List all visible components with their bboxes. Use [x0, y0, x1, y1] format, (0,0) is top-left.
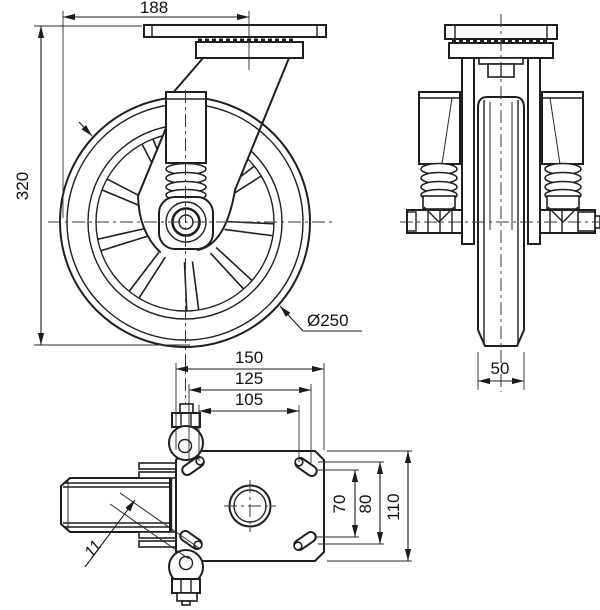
dim-188-label: 188 [140, 0, 168, 17]
fork-leg-right [527, 57, 541, 245]
dimension-50: 50 [477, 352, 525, 390]
dim-125-label: 125 [235, 369, 263, 388]
dimension-105: 105 [198, 390, 300, 462]
side-view [48, 24, 332, 604]
wheel-front [477, 96, 525, 347]
dimension-diameter-250: Ø250 [279, 305, 362, 332]
spring-box-right [541, 91, 584, 165]
dimension-80: 80 [318, 461, 384, 545]
spring-coil-right [544, 162, 582, 202]
spring-pivot-bottom [168, 549, 204, 606]
front-view [400, 14, 600, 392]
dim-150-label: 150 [235, 348, 263, 367]
swivel-raceway [195, 41, 304, 59]
dim-320-label: 320 [13, 172, 32, 200]
top-plate-side [143, 24, 327, 38]
dim-11-label: 11 [82, 537, 106, 561]
dimension-150: 150 [175, 348, 325, 450]
dimension-110: 110 [327, 450, 412, 562]
spring-box [165, 91, 207, 164]
slot-width-line-2 [109, 503, 190, 560]
spring-nut-left [422, 195, 456, 210]
dimension-320: 320 [13, 25, 190, 346]
dim-250-label: Ø250 [307, 311, 349, 330]
spring-cup-left [423, 206, 455, 223]
dim-50-label: 50 [491, 359, 510, 378]
spring-coil-left [420, 162, 458, 202]
top-view [60, 403, 325, 606]
dimension-188: 188 [62, 0, 250, 218]
spring-box-left [418, 91, 461, 165]
tread-leader-arrow [78, 121, 93, 137]
dim-80-label: 80 [356, 495, 375, 514]
arm-top [138, 462, 177, 470]
dimension-125: 125 [188, 369, 312, 463]
dimension-70: 70 [316, 469, 359, 538]
dim-110-label: 110 [384, 493, 403, 520]
spring-pivot-top [168, 403, 204, 461]
dim-105-label: 105 [235, 390, 263, 409]
dim-70-label: 70 [330, 495, 349, 514]
spring-nut-right [546, 195, 580, 210]
fork-leg-left [461, 57, 475, 245]
bolt-slots [179, 455, 318, 552]
wheel-top [60, 477, 171, 533]
dimension-11: 11 [82, 499, 136, 568]
